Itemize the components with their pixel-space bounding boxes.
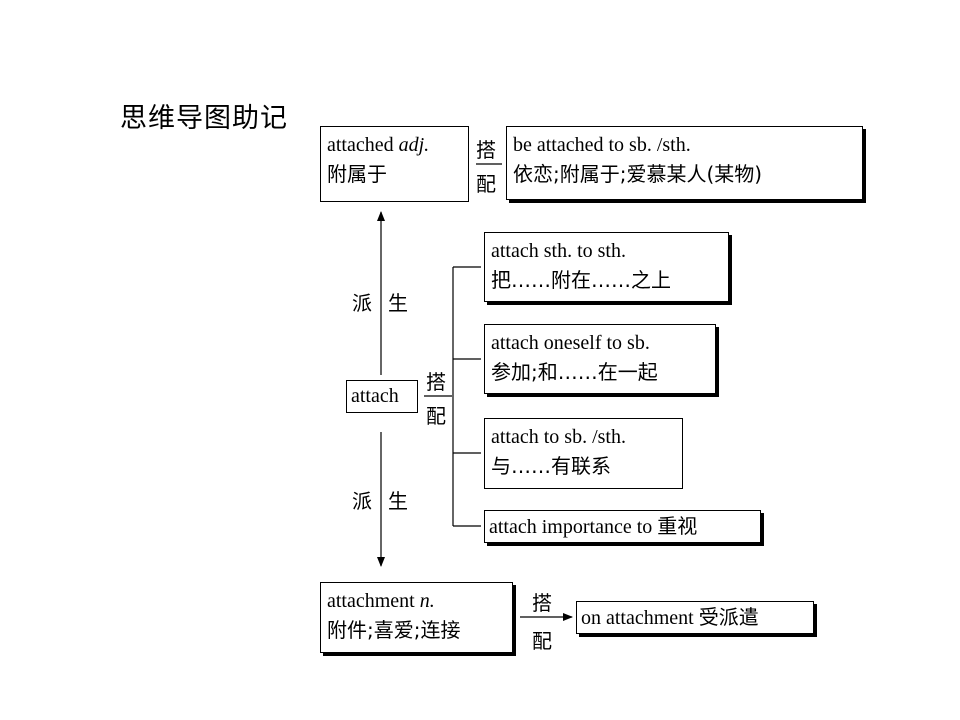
noun-collocation-box: on attachment 受派遣: [576, 601, 814, 634]
noun-collocation-line: on attachment 受派遣: [581, 604, 809, 631]
derive-label-bottom-left: 派: [352, 489, 372, 513]
collocation-box-1: attach sth. to sth. 把……附在……之上: [484, 232, 729, 302]
collocation-phrase-2: attach oneself to sb.: [491, 332, 650, 354]
adj-box: attached adj. 附属于: [320, 126, 469, 202]
colloc-label-root-top: 搭: [426, 370, 446, 394]
adj-word-line: attached adj.: [327, 131, 462, 159]
colloc-label-adj-bottom: 配: [476, 172, 496, 196]
page-title: 思维导图助记: [120, 103, 288, 134]
collocation-meaning-1: 把……附在……之上: [491, 268, 671, 292]
noun-collocation-phrase: on attachment: [581, 607, 694, 629]
root-word-box: attach: [346, 380, 418, 413]
noun-meaning: 附件;喜爱;连接: [327, 618, 461, 642]
collocation-box-4: attach importance to 重视: [484, 510, 761, 543]
derive-label-top-left: 派: [352, 291, 372, 315]
noun-word-line: attachment n.: [327, 587, 506, 615]
colloc-label-noun-top: 搭: [532, 591, 552, 615]
colloc-label-adj-top: 搭: [476, 138, 496, 162]
adj-word: attached: [327, 134, 394, 156]
collocation-line-4: attach importance to 重视: [489, 513, 756, 540]
collocation-meaning-2: 参加;和……在一起: [491, 360, 658, 384]
noun-collocation-meaning: 受派遣: [698, 605, 759, 629]
collocation-phrase-4: attach importance to: [489, 516, 653, 538]
adj-pos: adj.: [398, 134, 430, 156]
colloc-label-noun-bottom: 配: [532, 629, 552, 653]
derive-label-bottom-right: 生: [388, 489, 408, 513]
derive-label-top-right: 生: [388, 291, 408, 315]
adj-collocation-box: be attached to sb. /sth. 依恋;附属于;爱慕某人(某物): [506, 126, 863, 200]
collocation-box-3: attach to sb. /sth. 与……有联系: [484, 418, 683, 489]
noun-pos: n.: [419, 590, 435, 612]
root-word: attach: [351, 385, 399, 407]
collocation-box-2: attach oneself to sb. 参加;和……在一起: [484, 324, 716, 394]
adj-collocation-meaning: 依恋;附属于;爱慕某人(某物): [513, 162, 763, 186]
adj-meaning: 附属于: [327, 162, 387, 186]
noun-word: attachment: [327, 590, 415, 612]
collocation-phrase-1: attach sth. to sth.: [491, 240, 626, 262]
noun-box: attachment n. 附件;喜爱;连接: [320, 582, 513, 653]
collocation-meaning-3: 与……有联系: [491, 454, 611, 478]
collocation-phrase-3: attach to sb. /sth.: [491, 426, 626, 448]
adj-collocation-phrase: be attached to sb. /sth.: [513, 134, 691, 156]
collocation-meaning-4: 重视: [657, 514, 698, 538]
colloc-label-root-bottom: 配: [426, 404, 446, 428]
